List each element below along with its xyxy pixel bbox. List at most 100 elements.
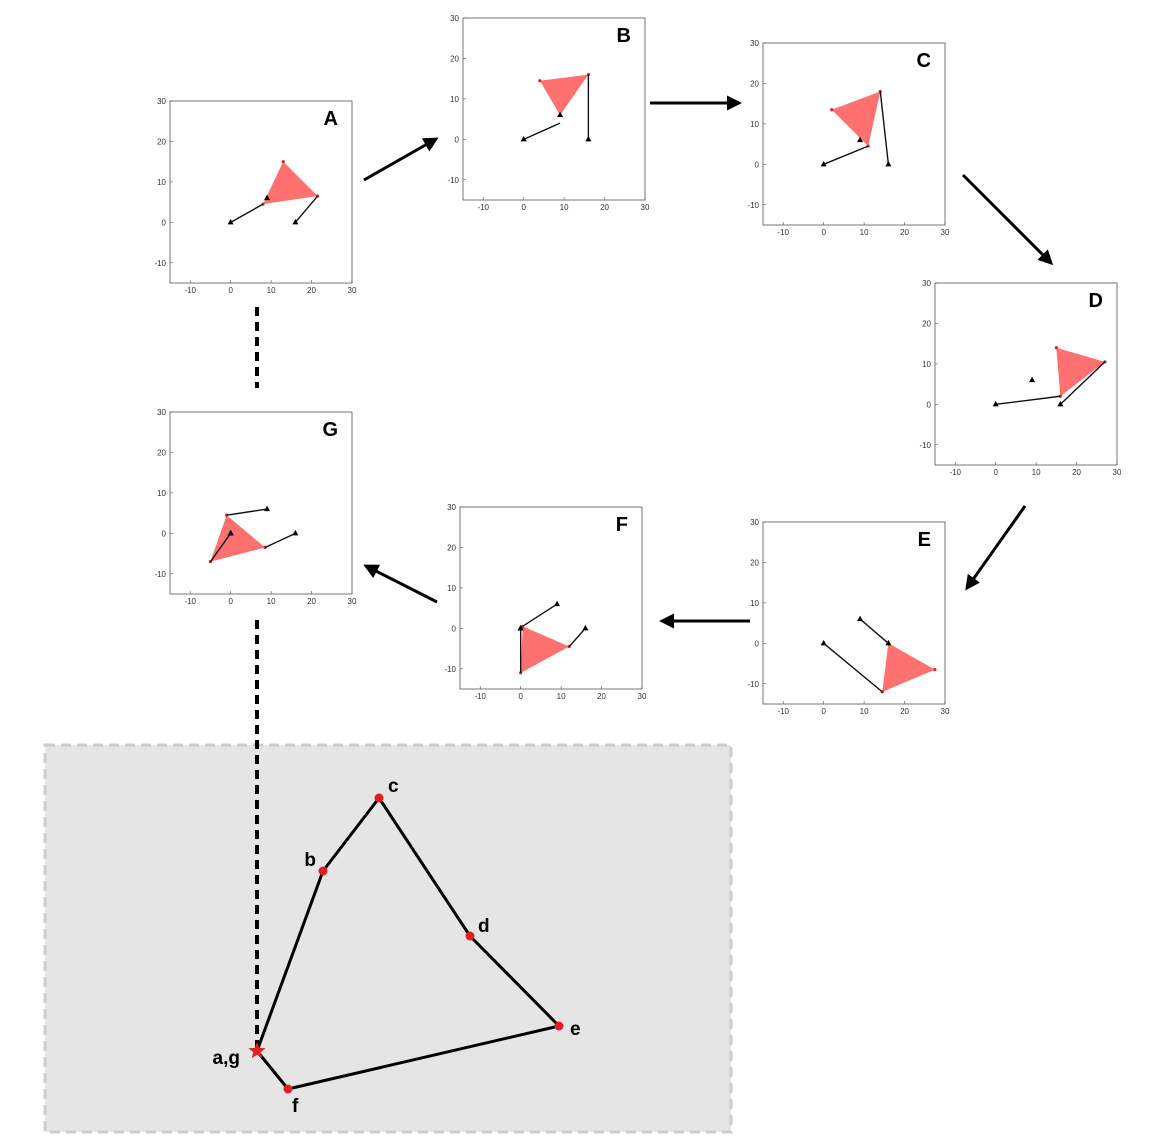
anchor-triangle — [885, 160, 892, 167]
y-tick-label: 30 — [750, 518, 759, 527]
flow-arrow — [961, 173, 1054, 266]
x-tick-label: 0 — [993, 468, 998, 477]
flow-arrow — [363, 564, 438, 604]
anchor-triangle — [1057, 400, 1064, 407]
joint-point — [519, 671, 523, 675]
trajectory-background — [43, 743, 733, 1134]
plot-frame — [169, 411, 353, 595]
trajectory-point — [554, 1021, 564, 1031]
trajectory-point — [318, 866, 328, 876]
x-tick-label: 10 — [1032, 468, 1041, 477]
y-tick-label: 20 — [750, 558, 759, 567]
anchor-triangle — [585, 135, 592, 142]
x-tick-label: 20 — [900, 707, 909, 716]
link-segment — [995, 395, 1061, 406]
plot-frame — [462, 17, 646, 201]
joint-point — [1054, 346, 1058, 350]
trajectory-point-label: b — [304, 850, 316, 871]
anchor-triangle — [554, 600, 561, 607]
trajectory-panel — [43, 743, 733, 1134]
x-tick-label: 10 — [557, 692, 566, 701]
link-segment — [523, 122, 561, 140]
x-tick-label: 0 — [521, 203, 526, 212]
start-star-marker — [248, 1042, 266, 1059]
x-tick-label: -10 — [477, 203, 489, 212]
link-segment — [209, 532, 232, 563]
x-tick-label: -10 — [184, 597, 196, 606]
x-tick-label: -10 — [184, 286, 196, 295]
link-segment — [823, 642, 883, 693]
x-tick-label: 20 — [600, 203, 609, 212]
link-segment — [264, 532, 296, 549]
y-tick-label: -10 — [444, 665, 456, 674]
panel-label: G — [322, 419, 338, 441]
anchor-triangle — [517, 624, 524, 631]
trajectory-point — [283, 1084, 293, 1094]
y-tick-label: -10 — [154, 259, 166, 268]
x-tick-label: 10 — [267, 597, 276, 606]
y-tick-label: -10 — [447, 176, 459, 185]
body-triangle — [1056, 347, 1105, 397]
y-tick-label: 30 — [157, 408, 166, 417]
body-triangle — [539, 74, 589, 116]
x-tick-label: 30 — [941, 707, 950, 716]
panel-label: E — [918, 529, 931, 551]
y-tick-label: 10 — [750, 599, 759, 608]
anchor-triangle — [992, 400, 999, 407]
x-tick-label: 30 — [638, 692, 647, 701]
x-tick-label: -10 — [474, 692, 486, 701]
x-tick-label: 0 — [821, 707, 826, 716]
link-segment — [568, 627, 586, 647]
anchor-triangle — [264, 194, 271, 201]
anchor-triangle — [857, 136, 864, 143]
trajectory-point-label: c — [388, 776, 399, 797]
y-tick-label: 0 — [755, 639, 760, 648]
y-tick-label: -10 — [747, 201, 759, 210]
x-tick-label: 30 — [941, 228, 950, 237]
x-tick-label: 30 — [348, 286, 357, 295]
anchor-triangle — [820, 639, 827, 646]
y-tick-label: 0 — [455, 135, 460, 144]
y-tick-label: 30 — [157, 97, 166, 106]
body-triangle — [882, 643, 935, 692]
x-tick-label: 10 — [267, 286, 276, 295]
joint-point — [830, 108, 834, 112]
y-tick-label: 10 — [157, 489, 166, 498]
x-tick-label: -10 — [777, 707, 789, 716]
plot-frame — [169, 100, 353, 284]
x-tick-label: 30 — [348, 597, 357, 606]
x-tick-label: 20 — [307, 286, 316, 295]
panel-label: D — [1089, 290, 1103, 312]
x-tick-label: -10 — [949, 468, 961, 477]
anchor-triangle — [885, 639, 892, 646]
anchor-triangle — [557, 111, 564, 118]
trajectory-point — [465, 931, 475, 941]
y-tick-label: 30 — [450, 14, 459, 23]
y-tick-label: 0 — [452, 624, 457, 633]
trajectory-point-label: d — [478, 916, 490, 937]
panel-label: C — [917, 50, 931, 72]
y-tick-label: 10 — [447, 584, 456, 593]
x-tick-label: 30 — [1113, 468, 1122, 477]
x-tick-label: 30 — [641, 203, 650, 212]
x-tick-label: 20 — [900, 228, 909, 237]
flow-arrows — [255, 95, 1054, 1048]
y-tick-label: 20 — [922, 319, 931, 328]
y-tick-label: 20 — [450, 54, 459, 63]
anchor-triangle — [292, 218, 299, 225]
x-tick-label: 10 — [860, 707, 869, 716]
anchor-triangle — [520, 135, 527, 142]
link-segment — [1059, 361, 1106, 405]
y-tick-label: 0 — [162, 218, 167, 227]
link-segment — [823, 145, 869, 165]
x-tick-label: 0 — [518, 692, 523, 701]
x-tick-label: 20 — [307, 597, 316, 606]
trajectory-point-label: a,g — [213, 1048, 240, 1069]
y-tick-label: 0 — [927, 400, 932, 409]
